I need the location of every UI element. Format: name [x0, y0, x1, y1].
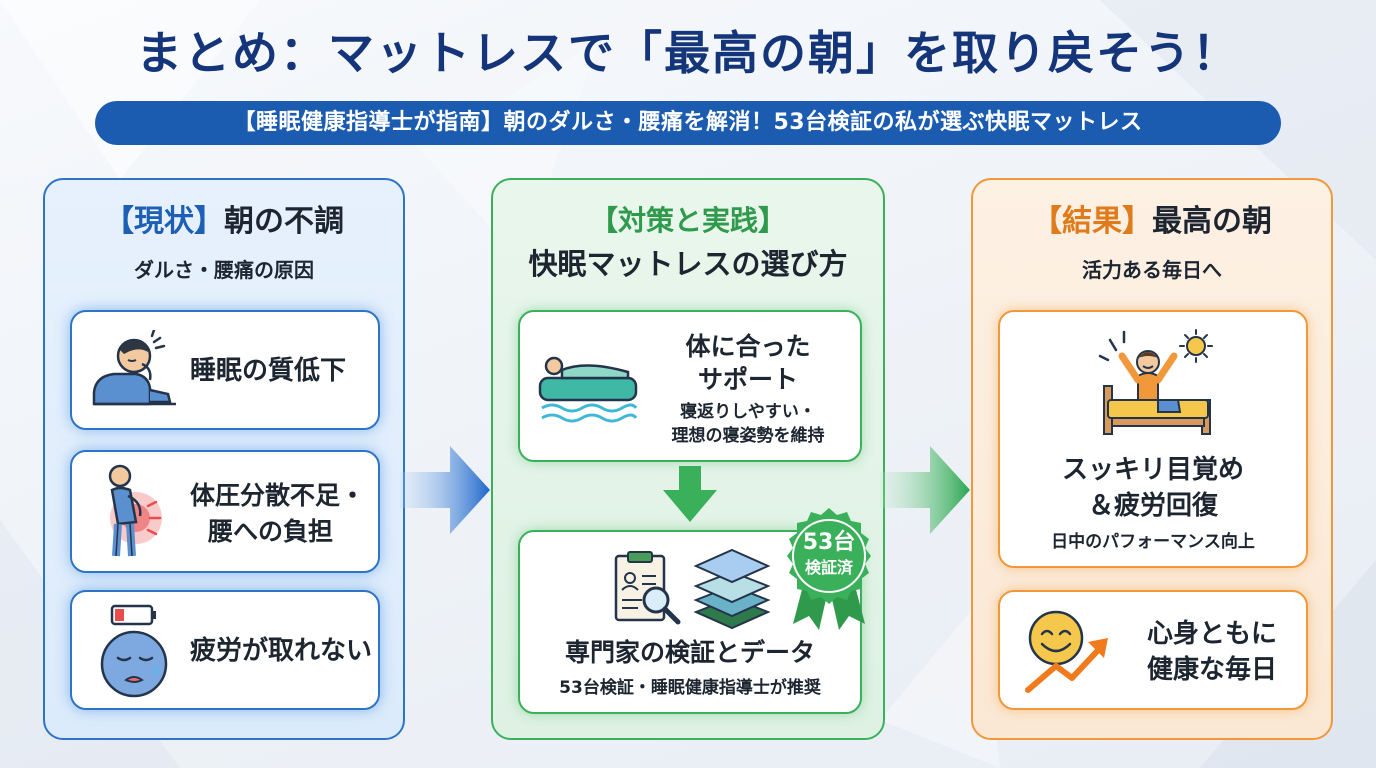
pressure-distribution-card: 体圧分散不足・ 腰への負担	[70, 450, 380, 573]
body-support-card: 体に合った サポート 寝返りしやすい・ 理想の寝姿勢を維持	[518, 310, 862, 462]
wake-title-line1: スッキリ目覚め	[1061, 455, 1244, 485]
healthy-life-card: 心身ともに 健康な毎日	[998, 590, 1308, 710]
result-heading-bracket: 【結果】	[1032, 204, 1152, 239]
badge-line2: 検証済	[804, 558, 853, 577]
result-subheading: 活力ある毎日へ	[1082, 258, 1222, 282]
solution-panel: 【対策と実践】 快眠マットレスの選び方 体に合った サポート 寝返りしやすい・ …	[491, 178, 885, 740]
refreshing-wakeup-card: スッキリ目覚め ＆疲労回復 日中のパフォーマンス向上	[998, 310, 1308, 568]
current-heading: 【現状】朝の不調	[45, 202, 403, 242]
arrow-down-icon	[663, 466, 717, 522]
support-title-line2: サポート	[697, 365, 798, 394]
subtitle-banner: 【睡眠健康指導士が指南】朝のダルさ・腰痛を解消！53台検証の私が選ぶ快眠マットレ…	[95, 101, 1281, 145]
page-title: まとめ：マットレスで「最高の朝」を取り戻そう！	[136, 26, 1240, 80]
sleep-quality-card: 睡眠の質低下	[70, 310, 380, 430]
current-subheading: ダルさ・腰痛の原因	[134, 258, 314, 282]
result-heading-text: 最高の朝	[1152, 204, 1272, 239]
happy-wakeup-icon	[1098, 329, 1213, 435]
support-desc-line2: 理想の寝姿勢を維持	[671, 426, 825, 446]
mattress-layers-icon	[693, 548, 771, 630]
clipboard-magnifier-icon	[614, 551, 681, 625]
pressure-label-line1: 体圧分散不足・	[190, 481, 366, 510]
low-battery-face-icon	[100, 604, 168, 698]
expert-verification-card: 専門家の検証とデータ 53台検証・睡眠健康指導士が推奨	[518, 530, 862, 714]
person-on-mattress-icon	[538, 356, 638, 423]
award-ribbon-icon	[787, 508, 871, 630]
current-heading-bracket: 【現状】	[104, 204, 224, 239]
arrow-right-icon	[400, 446, 490, 534]
wake-title-line2: ＆疲労回復	[1087, 491, 1218, 521]
pressure-label-line2: 腰への負担	[208, 517, 334, 546]
current-heading-text: 朝の不調	[224, 204, 344, 239]
sleep-quality-label: 睡眠の質低下	[190, 356, 347, 386]
support-desc-line1: 寝返りしやすい・	[680, 402, 816, 422]
smile-rising-arrow-icon	[1025, 610, 1108, 693]
fatigue-card: 疲労が取れない	[70, 590, 380, 710]
solution-heading-text: 快眠マットレスの選び方	[528, 247, 848, 281]
current-state-panel: 【現状】朝の不調 ダルさ・腰痛の原因 睡眠の質低下 体圧分散不足・	[43, 178, 405, 740]
wake-desc: 日中のパフォーマンス向上	[1051, 532, 1255, 552]
back-pain-icon	[108, 464, 162, 557]
arrow-right-icon	[880, 446, 970, 534]
badge-line1: 53台	[802, 530, 856, 555]
result-heading: 【結果】最高の朝	[973, 202, 1331, 242]
expert-desc: 53台検証・睡眠健康指導士が推奨	[559, 678, 821, 698]
fatigue-label: 疲労が取れない	[190, 636, 373, 666]
tired-person-icon	[92, 330, 176, 406]
support-title-line1: 体に合った	[685, 332, 811, 361]
result-panel: 【結果】最高の朝 活力ある毎日へ スッキリ目覚め ＆疲労回復 日中のパフォーマン…	[971, 178, 1333, 740]
expert-title: 専門家の検証とデータ	[564, 638, 815, 667]
health-title-line2: 健康な毎日	[1146, 655, 1277, 685]
health-title-line1: 心身ともに	[1146, 619, 1277, 649]
verified-badge: 53台 検証済	[779, 506, 879, 630]
solution-heading-bracket: 【対策と実践】	[589, 204, 786, 237]
